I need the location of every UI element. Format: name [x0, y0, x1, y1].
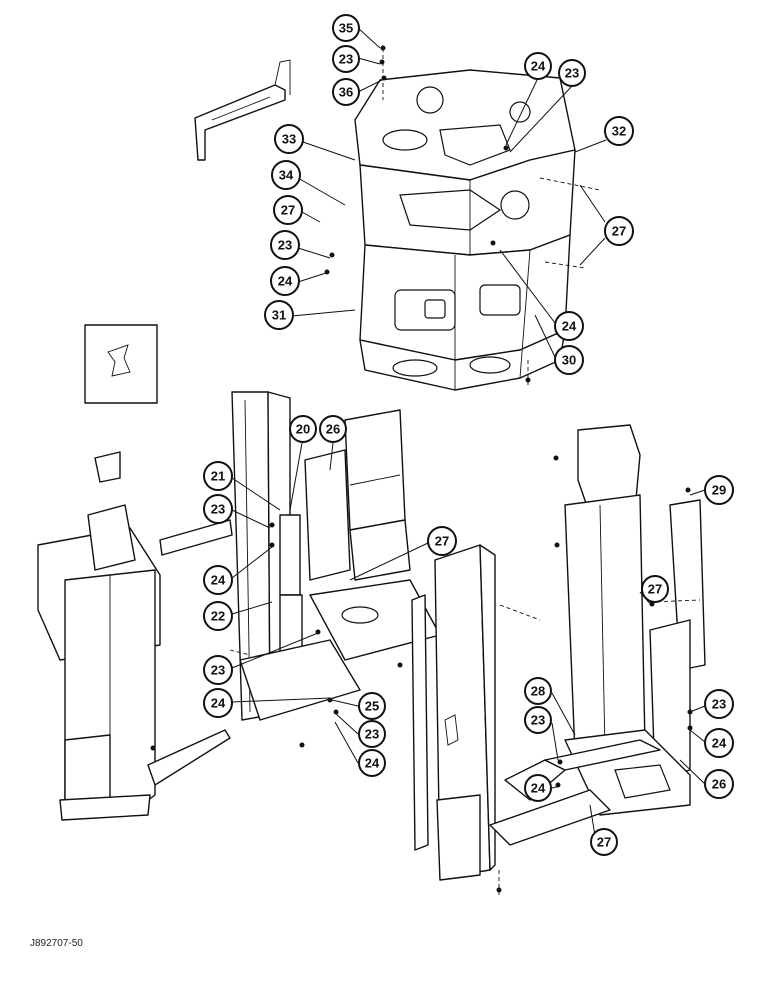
svg-text:31: 31 [272, 308, 286, 323]
svg-text:23: 23 [365, 727, 379, 742]
left-column-assembly [37, 451, 233, 821]
callout-35: 35 [332, 14, 360, 42]
callout-25: 25 [358, 692, 386, 720]
center-box-and-channel [344, 409, 496, 881]
callout-24: 24 [203, 688, 233, 718]
drawing-reference: J892707-50 [30, 938, 83, 949]
callout-24: 24 [554, 311, 584, 341]
svg-text:24: 24 [211, 573, 226, 588]
svg-text:24: 24 [712, 736, 727, 751]
callout-29: 29 [704, 475, 734, 505]
callout-23: 23 [358, 720, 386, 748]
callout-24: 24 [524, 52, 552, 80]
callout-33: 33 [274, 124, 304, 154]
svg-text:24: 24 [531, 59, 546, 74]
callout-20: 20 [289, 415, 317, 443]
svg-text:35: 35 [339, 21, 353, 36]
svg-text:36: 36 [339, 85, 353, 100]
callout-22: 22 [203, 601, 233, 631]
svg-text:28: 28 [531, 684, 545, 699]
callout-31: 31 [264, 300, 294, 330]
callout-26: 26 [319, 415, 347, 443]
callout-21: 21 [203, 461, 233, 491]
svg-text:24: 24 [211, 696, 226, 711]
inset-box [84, 324, 158, 404]
svg-text:26: 26 [326, 422, 340, 437]
svg-text:22: 22 [211, 609, 225, 624]
callout-23: 23 [332, 45, 360, 73]
callout-24: 24 [358, 749, 386, 777]
svg-text:23: 23 [339, 52, 353, 67]
callout-27: 27 [427, 526, 457, 556]
svg-text:34: 34 [279, 168, 294, 183]
right-column-assembly [489, 424, 706, 846]
callout-32: 32 [604, 116, 634, 146]
callout-23: 23 [203, 655, 233, 685]
svg-text:23: 23 [211, 502, 225, 517]
svg-text:29: 29 [712, 483, 726, 498]
svg-text:27: 27 [612, 224, 626, 239]
svg-text:23: 23 [565, 66, 579, 81]
svg-text:23: 23 [278, 238, 292, 253]
callout-23: 23 [270, 230, 300, 260]
svg-text:24: 24 [531, 781, 546, 796]
svg-text:24: 24 [562, 319, 577, 334]
callout-24: 24 [203, 565, 233, 595]
svg-text:24: 24 [365, 756, 380, 771]
callout-34: 34 [271, 160, 301, 190]
callout-27: 27 [604, 216, 634, 246]
callout-23: 23 [524, 706, 552, 734]
svg-text:30: 30 [562, 353, 576, 368]
callout-23: 23 [203, 494, 233, 524]
svg-text:23: 23 [531, 713, 545, 728]
callout-24: 24 [524, 774, 552, 802]
svg-text:32: 32 [612, 124, 626, 139]
handle-bracket [194, 59, 291, 161]
svg-text:20: 20 [296, 422, 310, 437]
svg-text:24: 24 [278, 274, 293, 289]
callout-23: 23 [704, 689, 734, 719]
callout-27: 27 [273, 195, 303, 225]
svg-text:25: 25 [365, 699, 379, 714]
callout-24: 24 [704, 728, 734, 758]
callout-36: 36 [332, 78, 360, 106]
callout-30: 30 [554, 345, 584, 375]
callout-26: 26 [704, 769, 734, 799]
svg-text:23: 23 [712, 697, 726, 712]
svg-text:27: 27 [435, 534, 449, 549]
main-frame-housing [354, 69, 576, 391]
svg-text:21: 21 [211, 469, 225, 484]
svg-text:23: 23 [211, 663, 225, 678]
callout-24: 24 [270, 266, 300, 296]
callout-27: 27 [641, 575, 669, 603]
svg-text:26: 26 [712, 777, 726, 792]
callout-28: 28 [524, 677, 552, 705]
callout-23: 23 [558, 59, 586, 87]
svg-text:27: 27 [648, 582, 662, 597]
callouts: 35 23 36 24 23 33 32 34 27 27 23 24 31 2… [203, 14, 734, 856]
svg-text:33: 33 [282, 132, 296, 147]
svg-text:27: 27 [281, 203, 295, 218]
callout-27: 27 [590, 828, 618, 856]
svg-text:27: 27 [597, 835, 611, 850]
